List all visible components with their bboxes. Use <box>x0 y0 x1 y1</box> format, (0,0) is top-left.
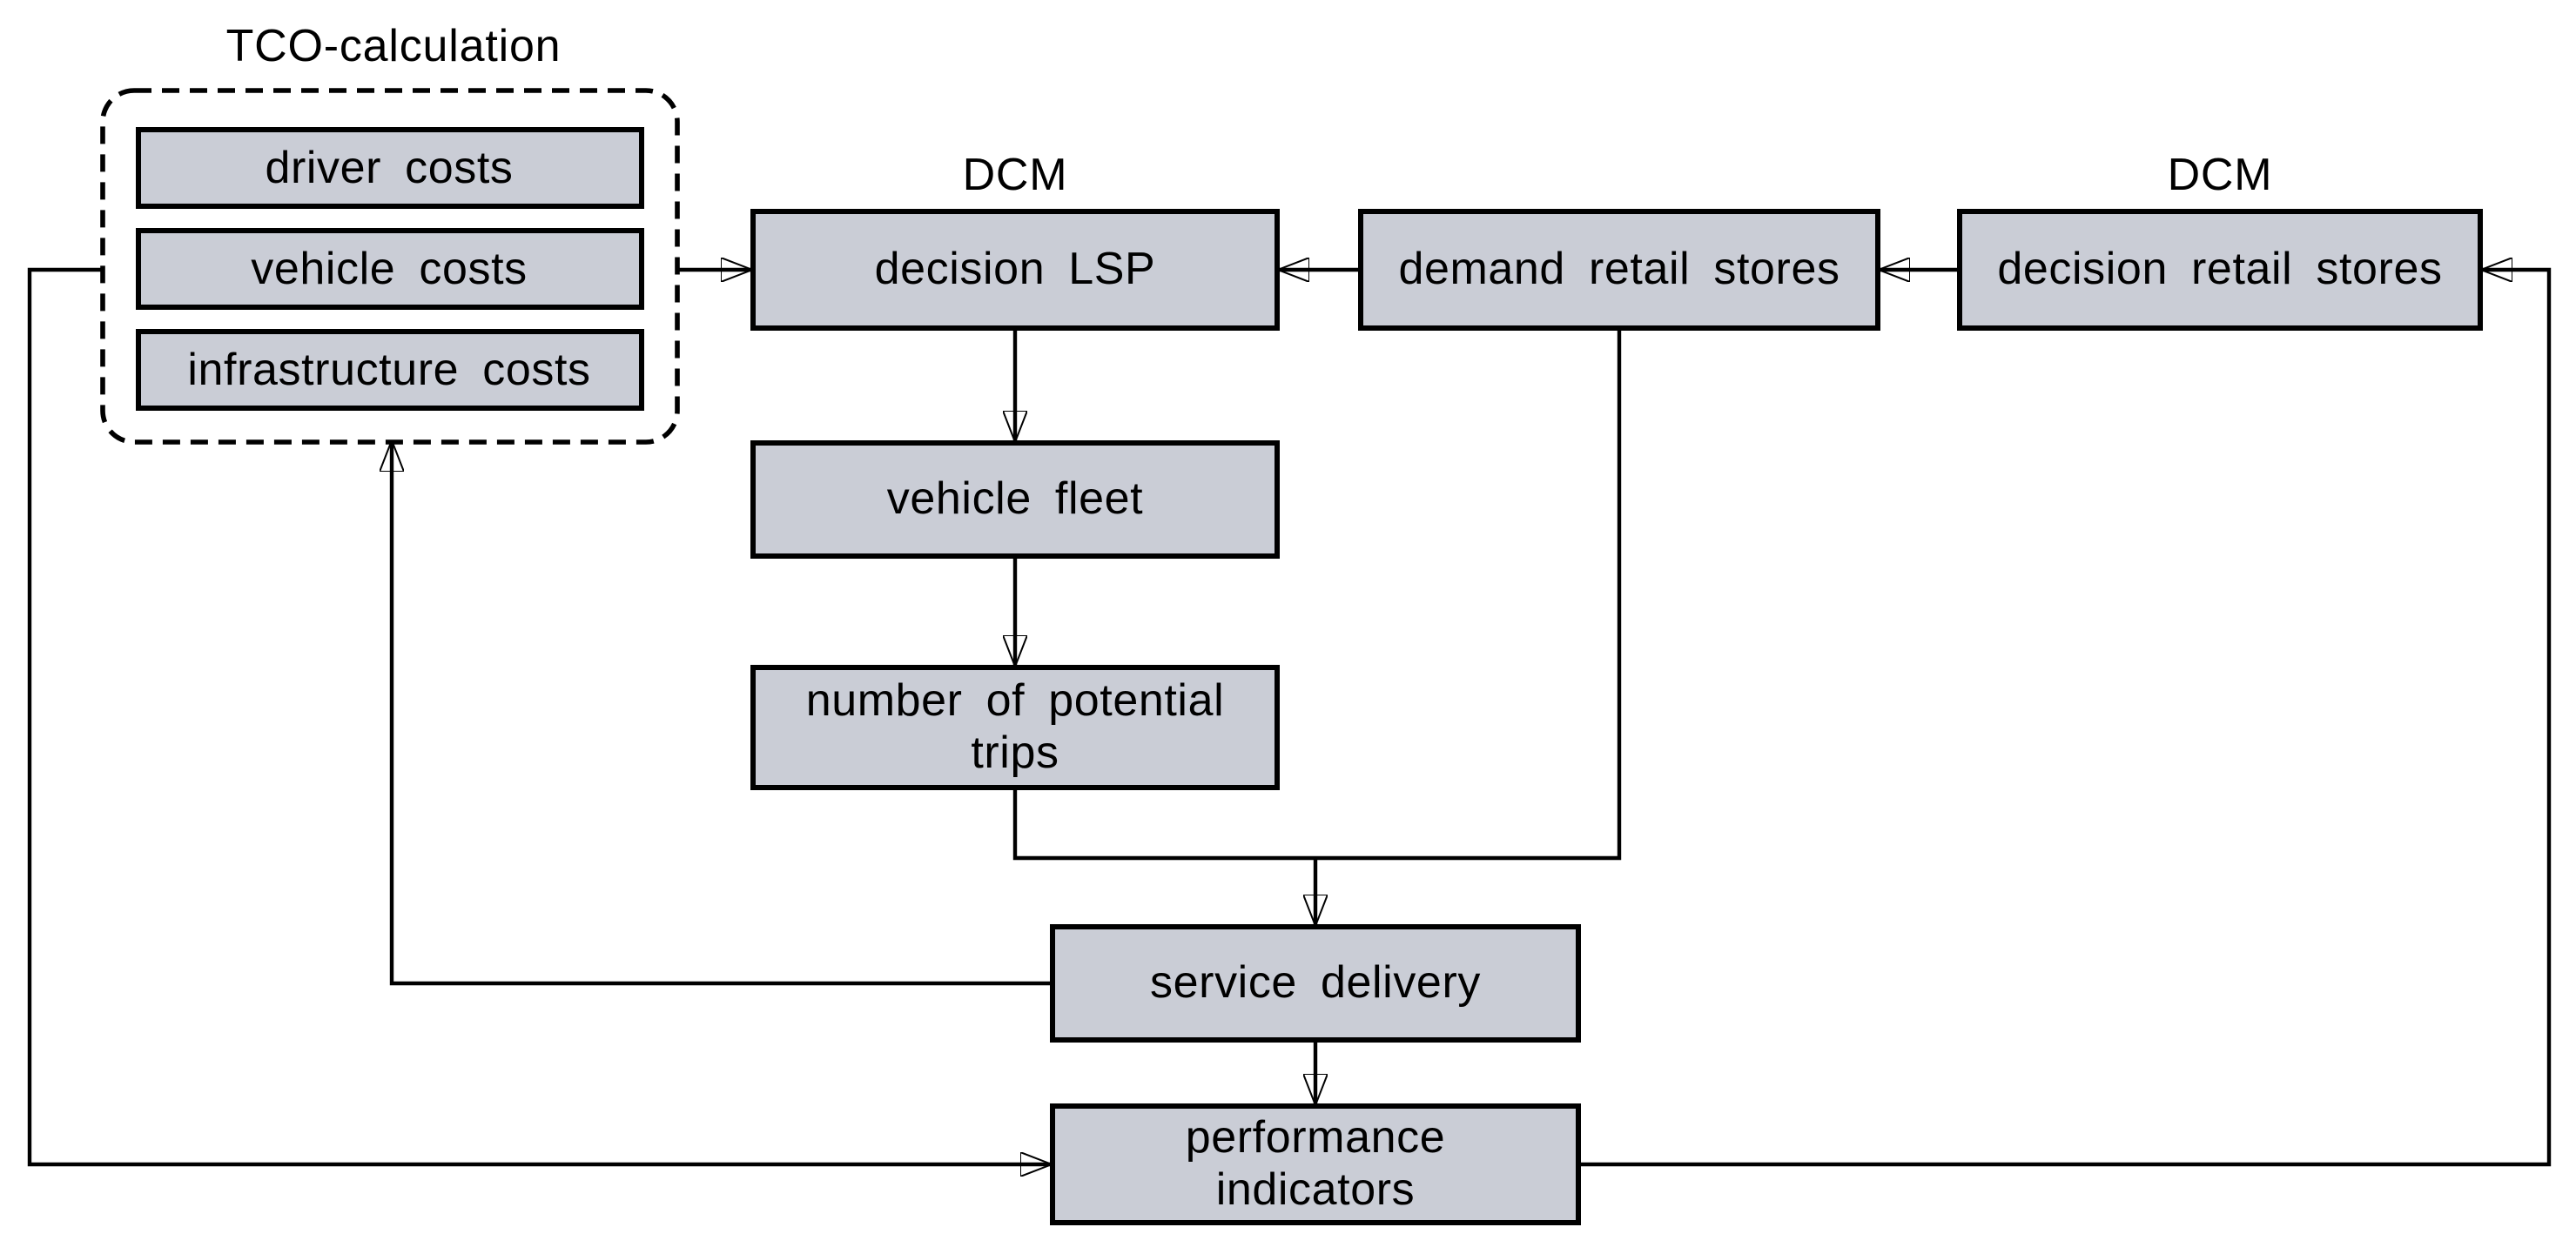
node-label: number of potential trips <box>805 674 1225 778</box>
node-label: demand retail stores <box>1398 242 1840 295</box>
node-service-delivery: service delivery <box>1050 924 1581 1043</box>
node-label: vehicle fleet <box>886 472 1144 525</box>
tco-group-title: TCO-calculation <box>225 19 562 71</box>
node-decision-lsp: decision LSP <box>750 209 1280 331</box>
node-label: vehicle costs <box>251 241 528 294</box>
node-label: driver costs <box>265 140 514 193</box>
edge-performance-to-decision-retail <box>1581 270 2552 1167</box>
node-label: infrastructure costs <box>187 342 591 395</box>
node-label: service delivery <box>1150 956 1481 1009</box>
node-label: performance indicators <box>1185 1110 1446 1215</box>
edge-tco-to-performance <box>27 267 1050 1164</box>
node-label: decision retail stores <box>1997 242 2443 295</box>
node-vehicle-fleet: vehicle fleet <box>750 440 1280 559</box>
node-driver-costs: driver costs <box>135 127 643 209</box>
dcm-label-right: DCM <box>2167 148 2273 200</box>
dcm-label-left: DCM <box>962 148 1068 200</box>
node-vehicle-costs: vehicle costs <box>135 228 643 310</box>
node-label: decision LSP <box>874 242 1156 295</box>
node-performance-indicators: performance indicators <box>1050 1103 1581 1225</box>
edge-service-to-tco <box>392 442 1050 986</box>
node-number-of-potential-trips: number of potential trips <box>750 665 1280 790</box>
node-demand-retail-stores: demand retail stores <box>1358 209 1880 331</box>
node-infrastructure-costs: infrastructure costs <box>135 329 643 411</box>
node-decision-retail-stores: decision retail stores <box>1957 209 2483 331</box>
